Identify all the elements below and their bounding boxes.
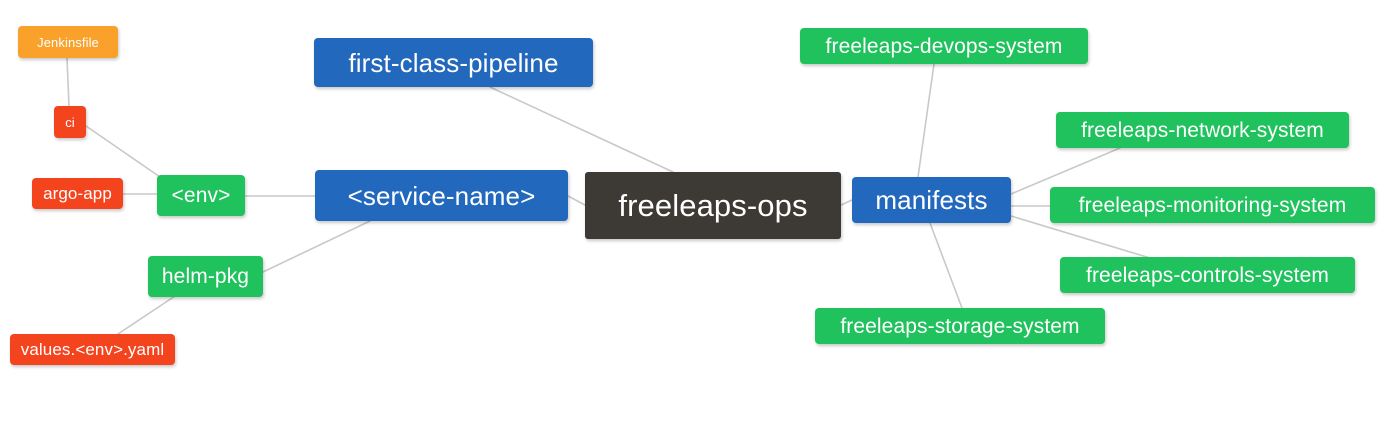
edge-manifests-to-devops-system [917, 63, 935, 178]
node-label: freeleaps-devops-system [825, 34, 1063, 58]
node-label: ci [65, 114, 75, 130]
edge-freeleaps-ops-to-first-class-pipeline [489, 86, 674, 173]
edge-ci-to-jenkinsfile [66, 57, 70, 107]
node-label: <service-name> [347, 180, 536, 211]
edge-manifests-to-network-system [1010, 147, 1121, 195]
node-label: values.<env>.yaml [20, 340, 165, 359]
node-label: freeleaps-network-system [1081, 118, 1324, 142]
edge-env-to-ci [85, 125, 161, 178]
node-storage-system[interactable]: freeleaps-storage-system [815, 308, 1105, 344]
node-manifests[interactable]: manifests [852, 177, 1011, 223]
node-devops-system[interactable]: freeleaps-devops-system [800, 28, 1088, 64]
node-label: <env> [171, 184, 231, 207]
edge-freeleaps-ops-to-service-name [567, 195, 586, 206]
node-label: argo-app [43, 184, 112, 203]
node-controls-system[interactable]: freeleaps-controls-system [1060, 257, 1355, 293]
node-env[interactable]: <env> [157, 175, 245, 216]
node-ci[interactable]: ci [54, 106, 86, 138]
edge-manifests-to-storage-system [929, 222, 963, 309]
node-service-name[interactable]: <service-name> [315, 170, 568, 221]
node-label: freeleaps-storage-system [840, 314, 1080, 338]
edge-helm-pkg-to-values-yaml [117, 295, 176, 335]
node-network-system[interactable]: freeleaps-network-system [1056, 112, 1349, 148]
edge-manifests-to-controls-system [1010, 215, 1151, 259]
node-label: first-class-pipeline [348, 47, 559, 78]
node-helm-pkg[interactable]: helm-pkg [148, 256, 263, 297]
node-values-yaml[interactable]: values.<env>.yaml [10, 334, 175, 365]
node-label: freeleaps-ops [618, 188, 808, 223]
node-first-class-pipeline[interactable]: first-class-pipeline [314, 38, 593, 87]
node-monitoring-system[interactable]: freeleaps-monitoring-system [1050, 187, 1375, 223]
node-label: manifests [875, 185, 988, 215]
node-label: freeleaps-monitoring-system [1078, 193, 1347, 217]
node-jenkinsfile[interactable]: Jenkinsfile [18, 26, 118, 58]
edge-service-name-to-helm-pkg [262, 220, 371, 273]
node-label: freeleaps-controls-system [1086, 263, 1329, 287]
node-freeleaps-ops[interactable]: freeleaps-ops [585, 172, 841, 239]
node-label: helm-pkg [161, 265, 250, 288]
node-argo-app[interactable]: argo-app [32, 178, 123, 209]
node-label: Jenkinsfile [37, 34, 99, 50]
edge-freeleaps-ops-to-manifests [840, 199, 853, 206]
